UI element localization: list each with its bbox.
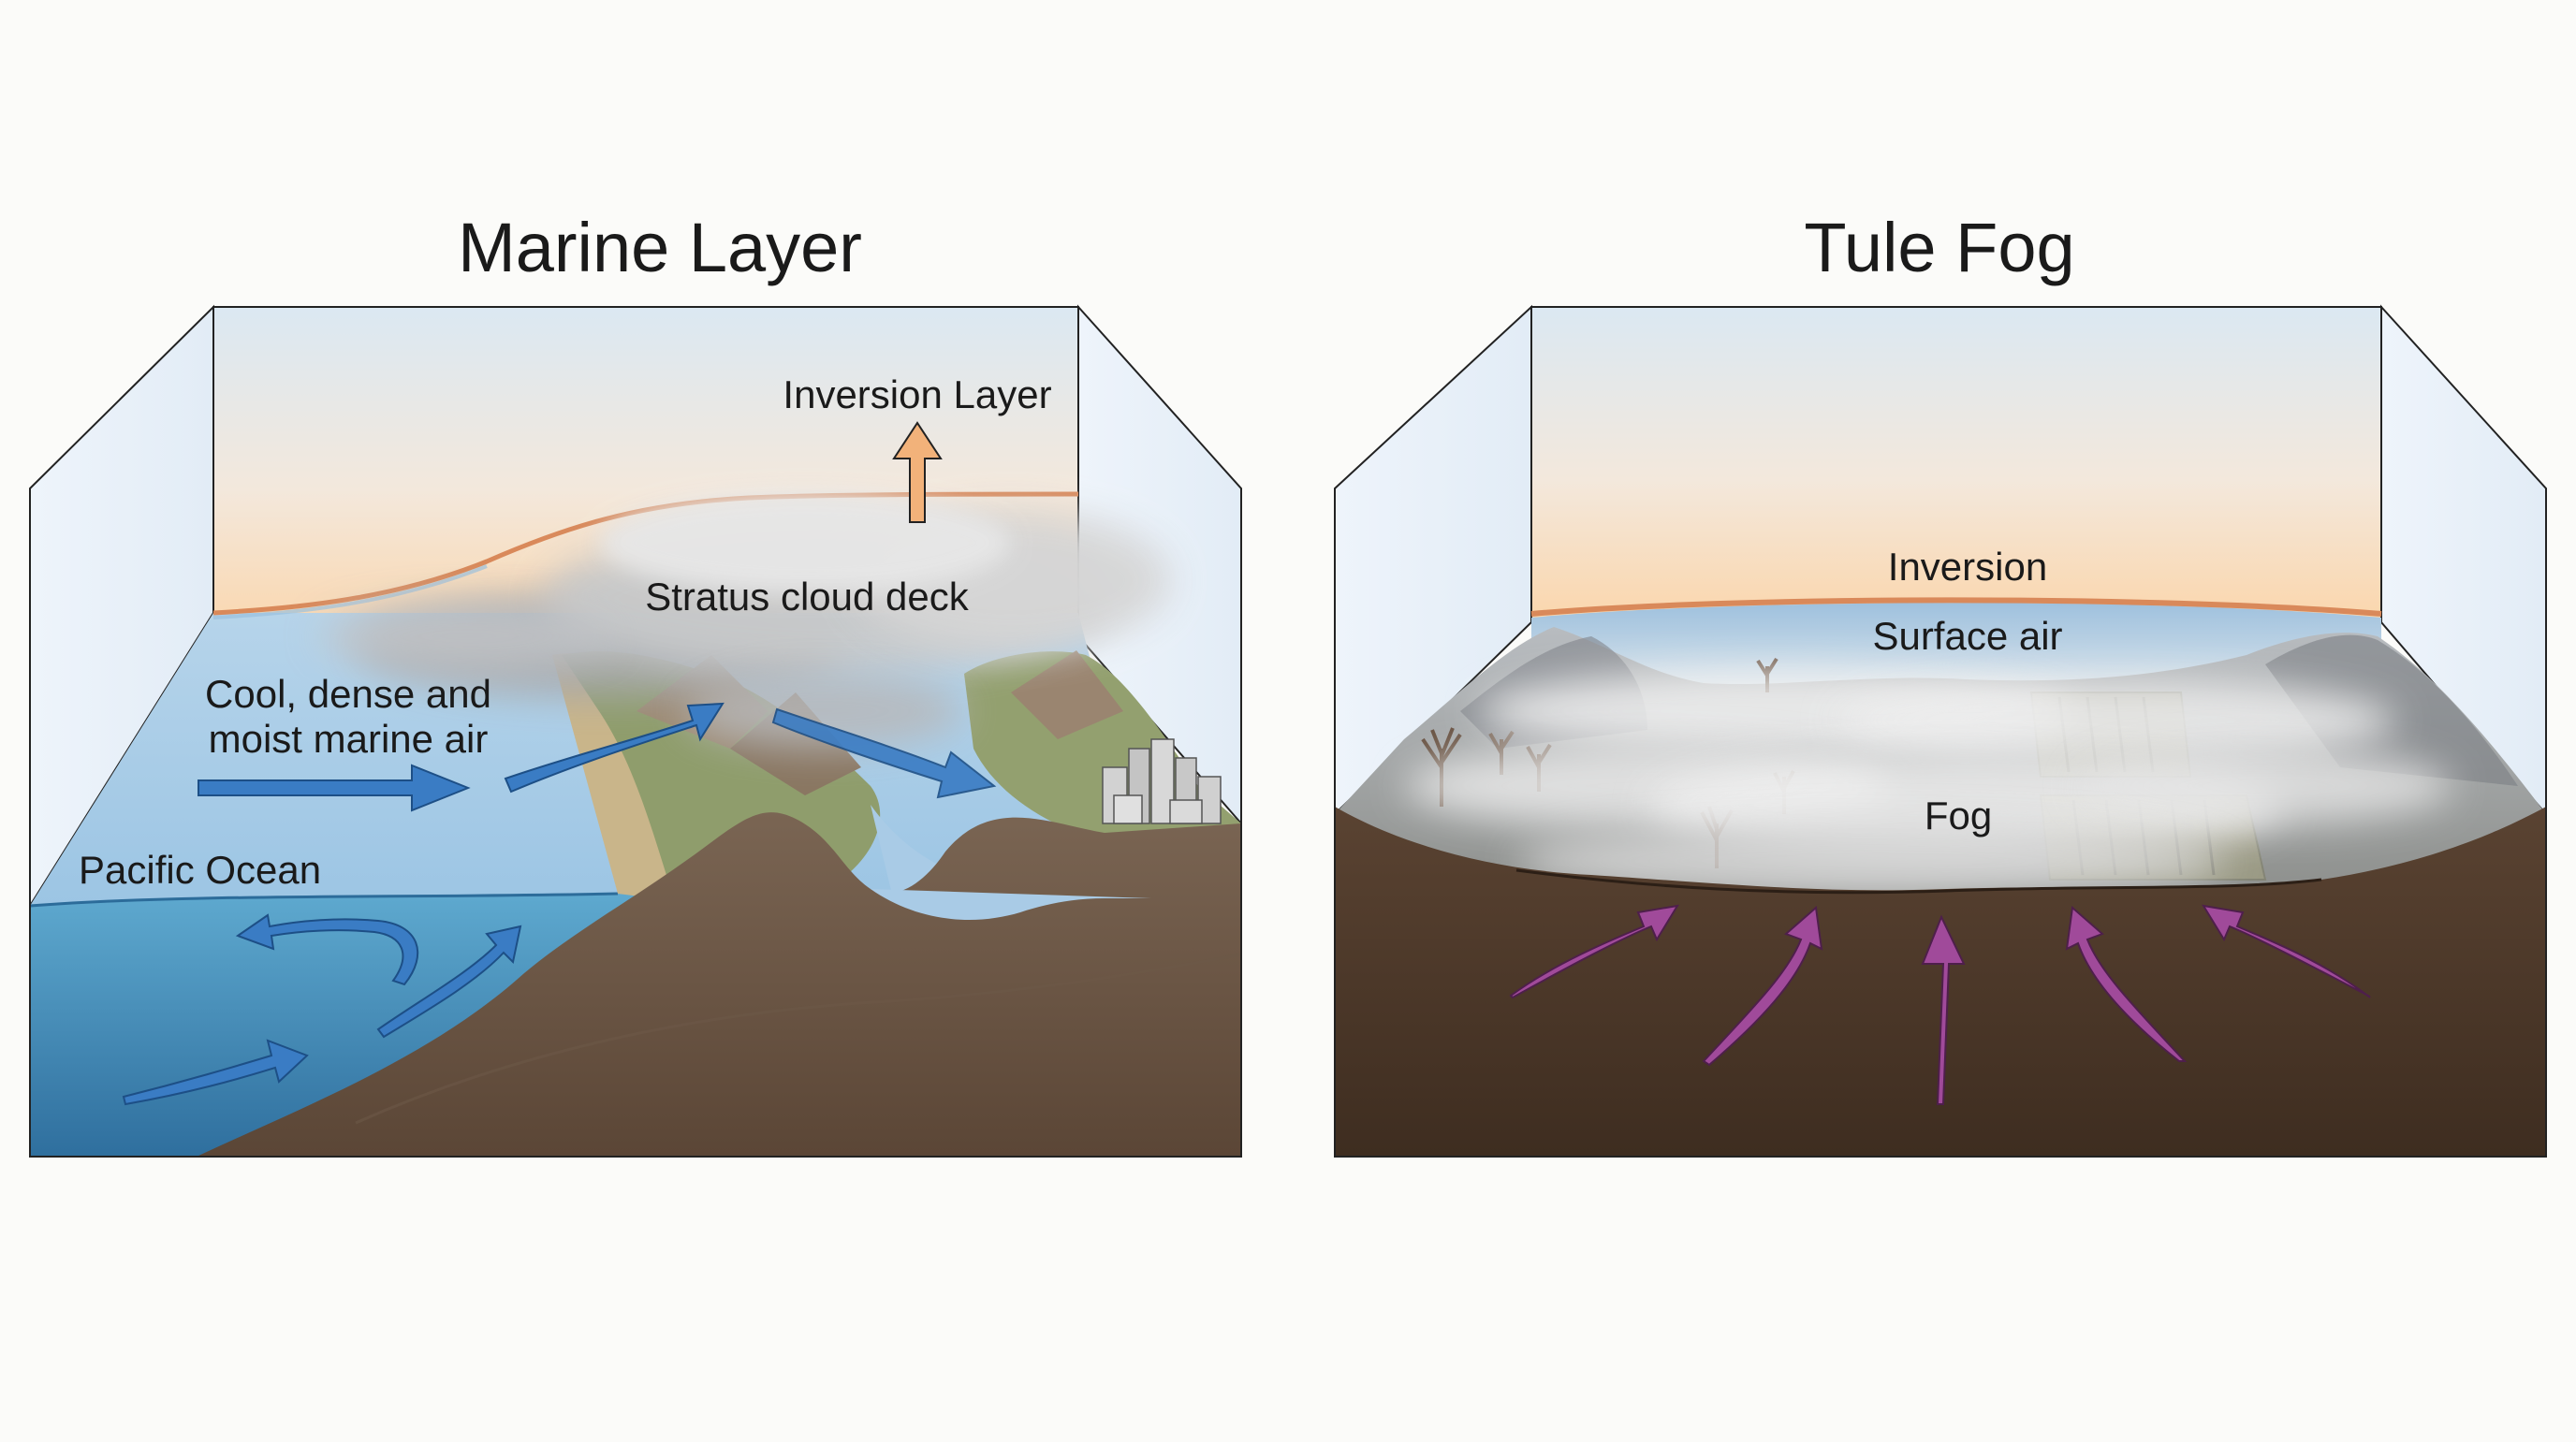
fog-label: Fog bbox=[1925, 794, 1992, 838]
bay-edge bbox=[871, 889, 1151, 920]
cooling-arrow-2 bbox=[1702, 906, 1823, 1067]
tule-sky bbox=[1530, 306, 2382, 622]
ocean-arrow-return bbox=[235, 913, 419, 986]
city-buildings-icon bbox=[1102, 738, 1222, 824]
right-mountain bbox=[2265, 634, 2518, 786]
pacific-ocean-label: Pacific Ocean bbox=[79, 848, 321, 892]
cooling-arrow-3 bbox=[1921, 914, 1966, 1105]
cooling-arrow-4 bbox=[2065, 906, 2188, 1062]
surface-air-label: Surface air bbox=[1872, 614, 2062, 658]
tule-fog-panel: Tule Fog bbox=[1334, 209, 2547, 1158]
earth-stratum bbox=[355, 953, 1242, 1125]
marine-air-label-line2: moist marine air bbox=[209, 717, 489, 761]
cooling-arrow-5 bbox=[2202, 904, 2371, 998]
marine-air-arrows bbox=[198, 702, 997, 812]
stratus-cloud-label: Stratus cloud deck bbox=[645, 575, 970, 619]
marine-layer-title: Marine Layer bbox=[458, 209, 862, 286]
marine-layer-top bbox=[212, 564, 488, 619]
marine-air-arrow-2 bbox=[504, 702, 724, 794]
ocean-surface-line bbox=[29, 892, 619, 908]
tule-inversion-label: Inversion bbox=[1888, 545, 2047, 589]
stratus-cloud-deck bbox=[318, 491, 1170, 749]
marine-layer-panel: Marine Layer bbox=[29, 209, 1242, 1158]
tule-earth-cross-section bbox=[1335, 807, 2546, 1157]
inversion-updraft-arrow bbox=[892, 421, 943, 523]
marine-air-arrow-3 bbox=[771, 707, 997, 799]
marine-air-arrow-1 bbox=[198, 764, 471, 812]
tule-fog-mass bbox=[1404, 669, 2452, 898]
distant-peak bbox=[1011, 650, 1123, 739]
marine-frame bbox=[29, 488, 1242, 1158]
ocean-circulation-arrows bbox=[122, 913, 522, 1106]
tule-frame bbox=[1334, 488, 2547, 1158]
ground-surface-line bbox=[1515, 868, 2322, 895]
tule-fog-title: Tule Fog bbox=[1804, 209, 2074, 286]
inversion-layer-label: Inversion Layer bbox=[783, 372, 1051, 416]
cooling-arrow-1 bbox=[1509, 904, 1679, 999]
ocean-arrow-bottom bbox=[122, 1039, 309, 1106]
marine-air-label-line1: Cool, dense and bbox=[205, 672, 491, 716]
ocean-arrow-rising bbox=[376, 925, 522, 1039]
ground-cooling-arrows bbox=[1509, 904, 2371, 1105]
tule-inversion-line bbox=[1530, 597, 2382, 617]
